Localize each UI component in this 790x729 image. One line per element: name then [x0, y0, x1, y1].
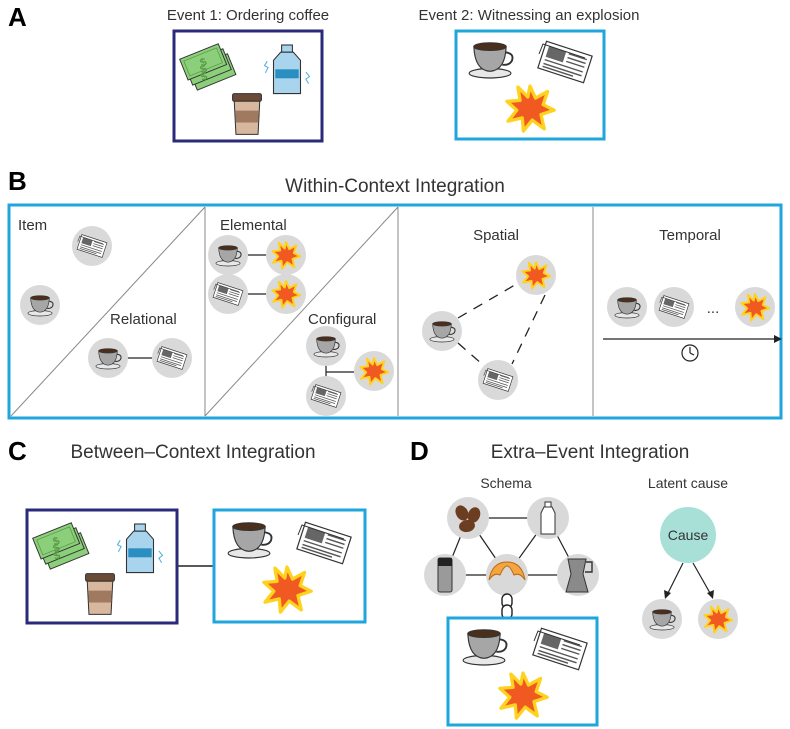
configural-boom-node: [354, 351, 394, 391]
elemental-cup-node: [208, 235, 248, 275]
latent-cause-node: Cause: [660, 507, 716, 563]
cause-label: Cause: [668, 527, 709, 543]
spatial-label: Spatial: [473, 227, 519, 244]
event1-box: [172, 29, 324, 143]
thermos-icon: [424, 554, 466, 596]
croissant-icon: [486, 554, 528, 596]
temporal-cup-node: [607, 287, 647, 327]
item-news-node: [72, 226, 112, 266]
moka-pot-icon: [557, 554, 599, 596]
latent-boom-node: [698, 599, 738, 639]
schema-label: Schema: [480, 475, 532, 491]
spatial-cup-node: [422, 311, 462, 351]
coffee-beans-icon: [447, 497, 489, 539]
elemental-boom-node-1: [266, 235, 306, 275]
temporal-label: Temporal: [659, 227, 721, 244]
item-label: Item: [18, 217, 47, 234]
chain-link-icon: [501, 593, 513, 620]
configural-news-node: [306, 376, 346, 416]
panel-letter-c: C: [8, 436, 27, 466]
spatial-news-node: [478, 360, 518, 400]
panel-letter-a: A: [8, 2, 27, 32]
temporal-boom-node: [735, 287, 775, 327]
elemental-news-node: [208, 274, 248, 314]
panel-letter-d: D: [410, 436, 429, 466]
relational-cup-node: [88, 338, 128, 378]
takeaway-cup-icon: [232, 93, 262, 135]
within-context-title: Within-Context Integration: [285, 176, 505, 197]
between-context-title: Between–Context Integration: [70, 442, 315, 463]
event2-title: Event 2: Witnessing an explosion: [419, 7, 640, 24]
within-context-box: [7, 203, 783, 420]
event1-title: Event 1: Ordering coffee: [167, 7, 329, 24]
configural-cup-node: [306, 326, 346, 366]
relational-label: Relational: [110, 311, 177, 328]
takeaway-cup-icon: [85, 573, 115, 615]
temporal-news-node: [654, 287, 694, 327]
clock-icon: [681, 344, 699, 362]
latent-cause-arrows: [664, 562, 714, 599]
elemental-boom-node-2: [266, 274, 306, 314]
item-cup-node: [20, 285, 60, 325]
relational-news-node: [152, 338, 192, 378]
temporal-ellipsis: ...: [707, 300, 720, 317]
schema-network: [424, 497, 599, 596]
between-event1-box: [25, 508, 179, 625]
extra-event-title: Extra–Event Integration: [491, 442, 690, 463]
event2-box: [454, 29, 606, 141]
spatial-boom-node: [516, 255, 556, 295]
extra-event-box: [446, 616, 599, 727]
panel-letter-b: B: [8, 166, 27, 196]
between-event2-box: [212, 508, 367, 624]
milk-jug-icon: [527, 497, 569, 539]
time-arrow: [603, 335, 782, 343]
configural-label: Configural: [308, 311, 376, 328]
latent-cause-label: Latent cause: [648, 475, 728, 491]
latent-cup-node: [642, 599, 682, 639]
elemental-label: Elemental: [220, 217, 287, 234]
